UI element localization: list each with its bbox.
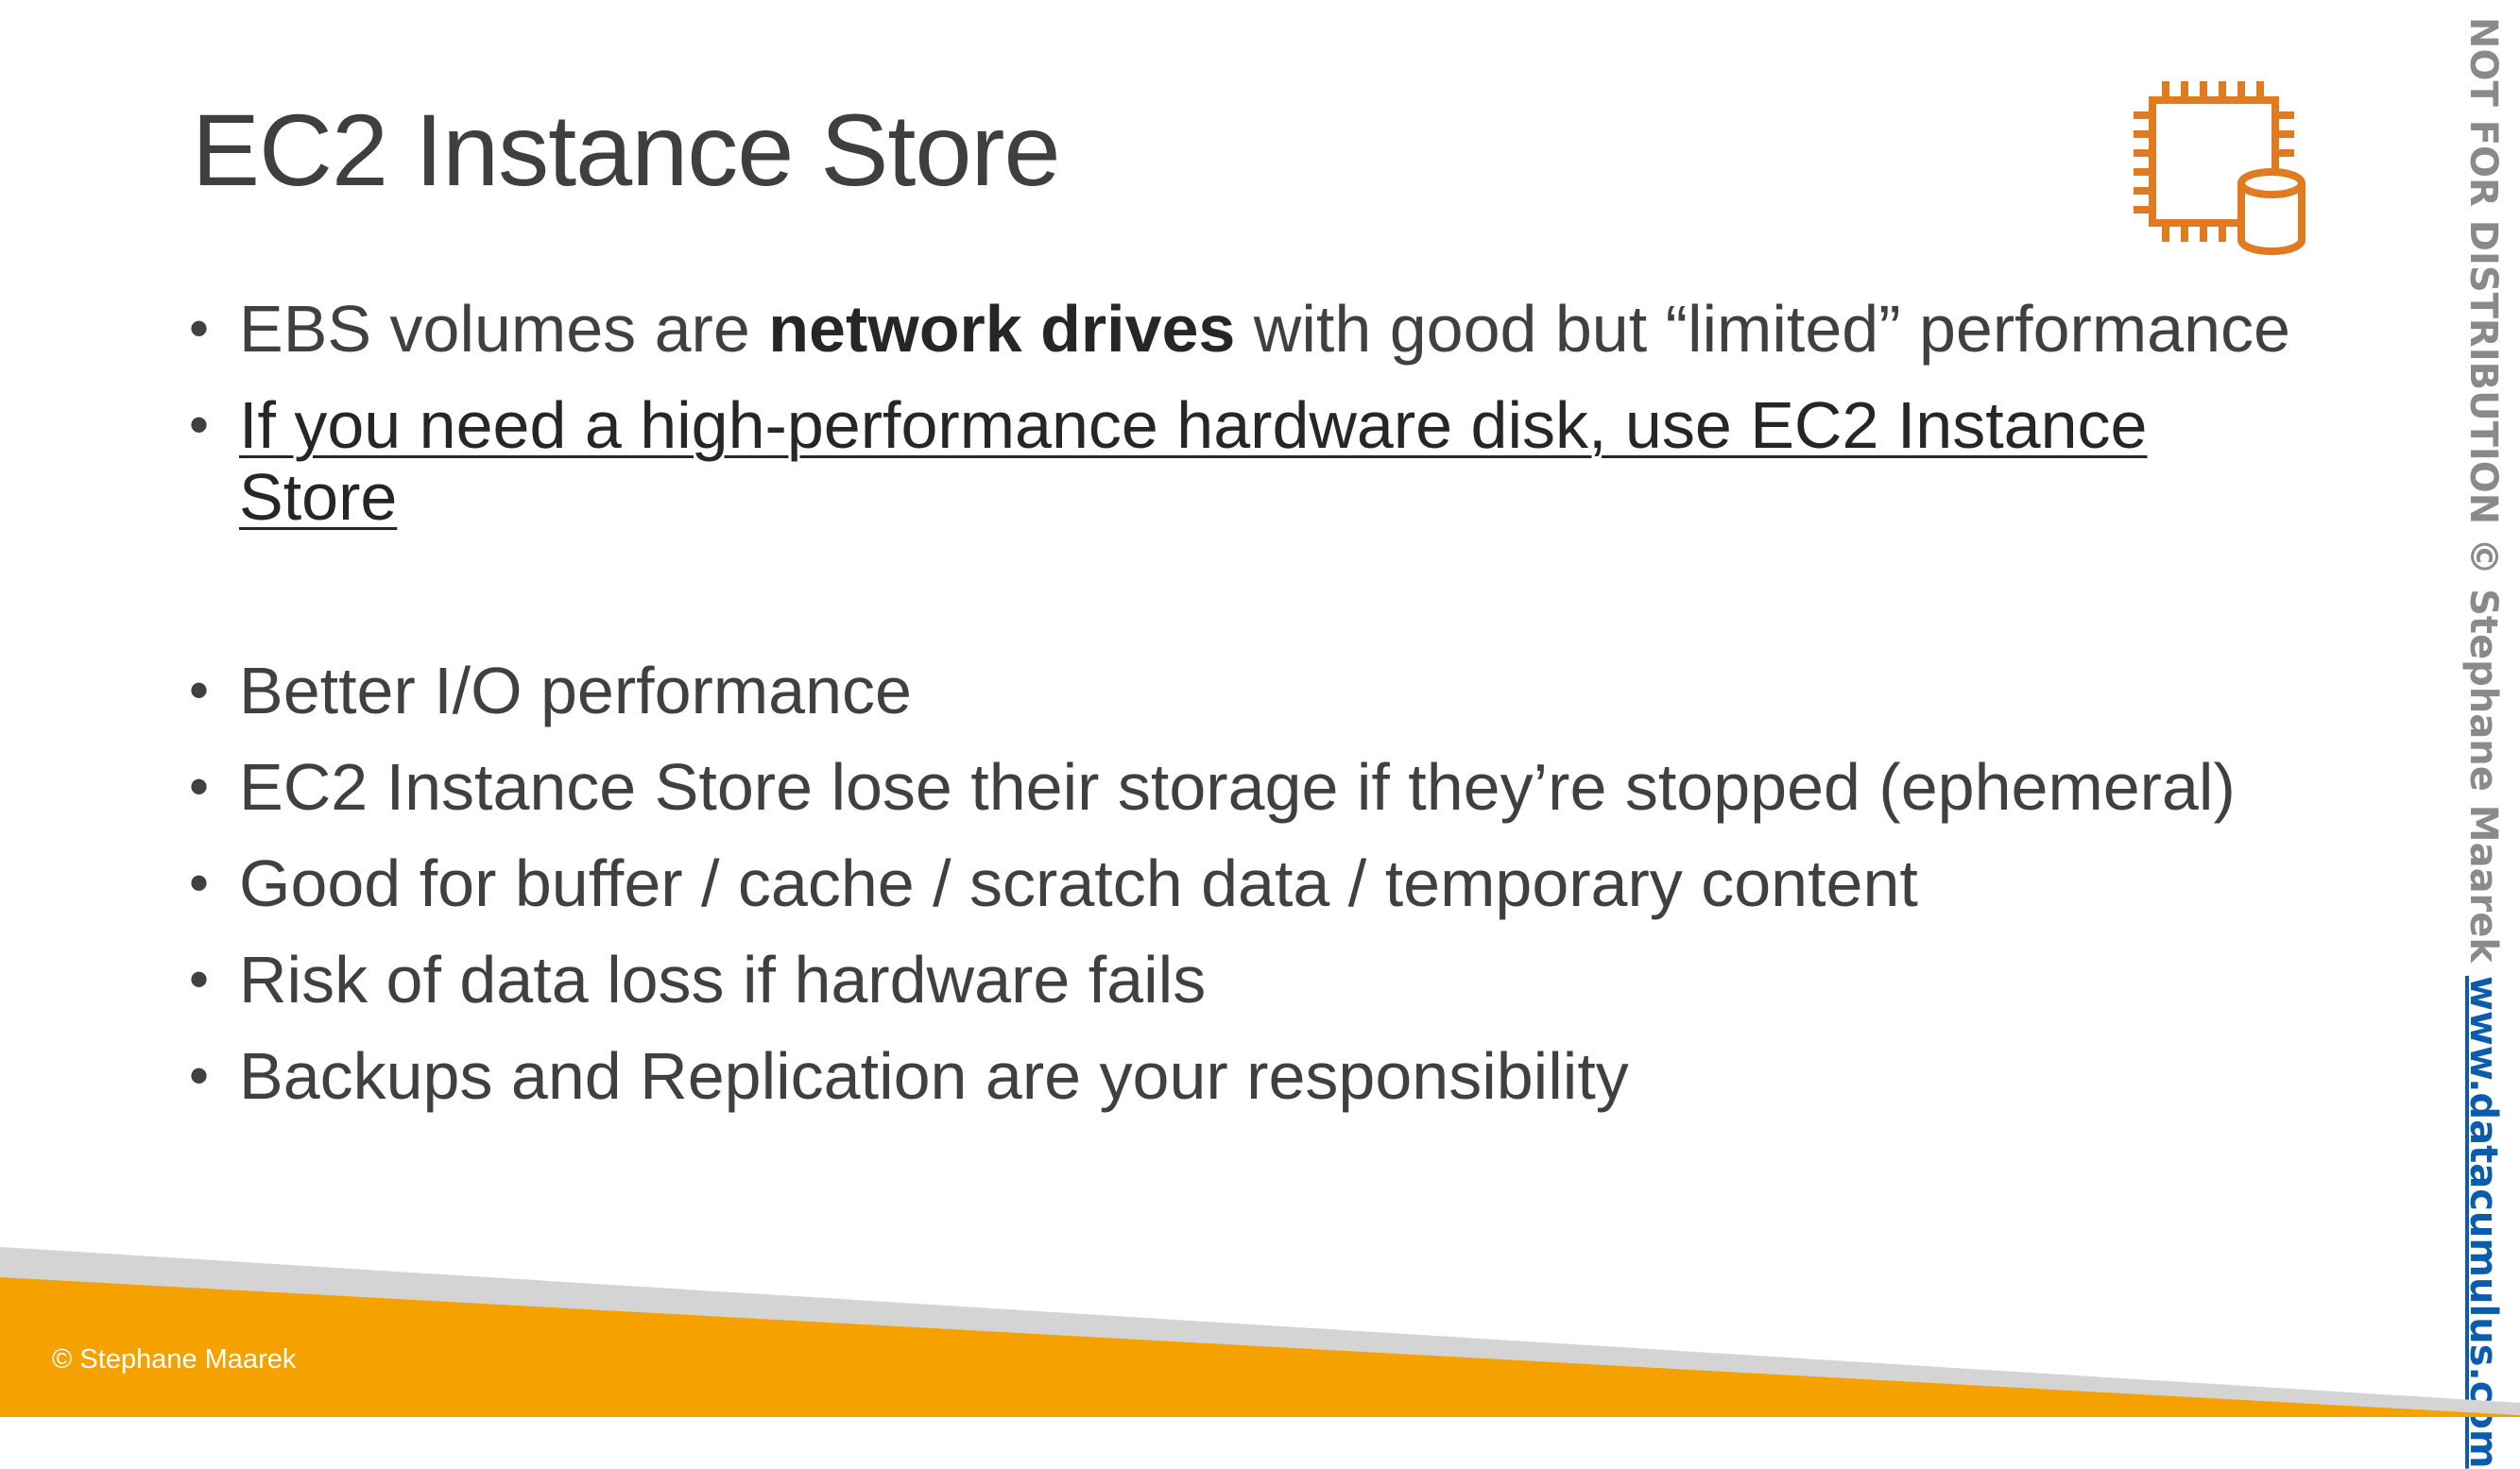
bullet-text: EBS volumes are network drives with good… (239, 292, 2290, 366)
bullet-text: Backups and Replication are your respons… (239, 1039, 1629, 1113)
slide-title: EC2 Instance Store (192, 93, 1061, 207)
bullet-dot: • (189, 755, 210, 818)
footer-orange-stripe (0, 1277, 2520, 1417)
bullet-dot: • (189, 1044, 210, 1107)
vertical-watermark: NOT FOR DISTRIBUTION © Stephane Maarek w… (2445, 17, 2520, 1469)
bullet-dot: • (189, 851, 210, 914)
footer-copyright: © Stephane Maarek (52, 1344, 297, 1375)
bullet-text: EC2 Instance Store lose their storage if… (239, 750, 2236, 824)
bullet-text-line1: If you need a high-performance hardware … (239, 388, 2148, 462)
slide: EC2 Instance Store (0, 17, 2520, 1469)
bullet-text: Good for buffer / cache / scratch data /… (239, 846, 1918, 920)
bold-phrase: network drives (768, 292, 1236, 366)
footer-band (0, 1247, 2520, 1417)
bullet-dot: • (189, 297, 210, 360)
bullet-text-line2: Store (239, 460, 398, 534)
bullet-dot: • (189, 948, 210, 1011)
ec2-instance-store-icon (2134, 81, 2306, 255)
watermark-text: NOT FOR DISTRIBUTION © Stephane Maarek (2461, 17, 2505, 976)
bullet-dot: • (189, 393, 210, 456)
bullet-dot: • (189, 658, 210, 722)
bullet-text: Risk of data loss if hardware fails (239, 943, 1207, 1016)
bullet-text: Better I/O performance (239, 654, 912, 727)
